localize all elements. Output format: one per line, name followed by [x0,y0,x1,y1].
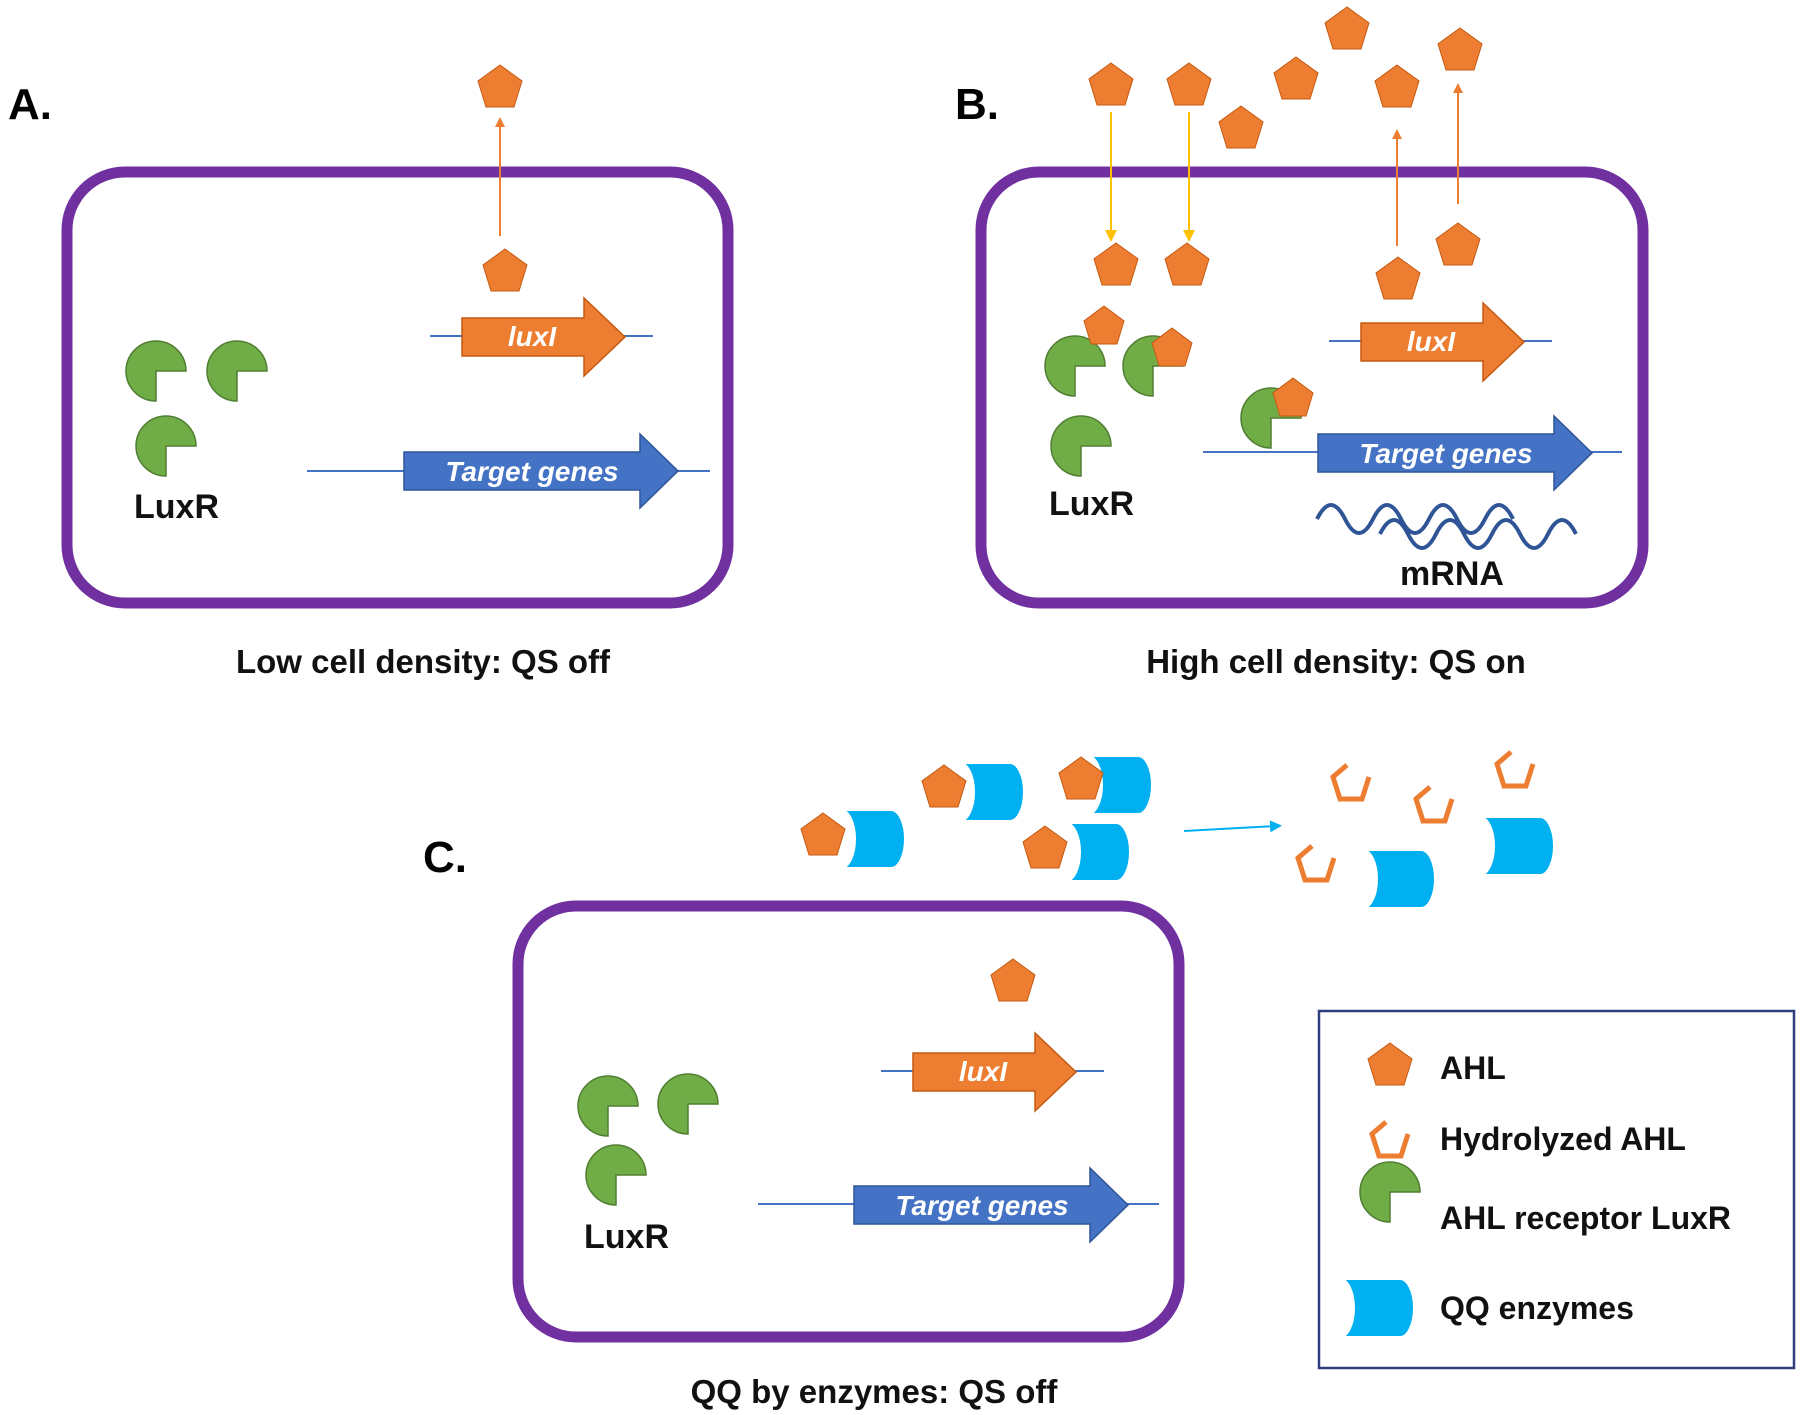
ahl-pentagon-icon [1058,756,1104,800]
luxi-gene-arrow [461,296,627,378]
luxr-receptor-icon [585,1144,647,1206]
qq-enzyme-icon [1362,849,1436,909]
enzyme-ahl-complex [1022,822,1131,882]
legend-label: AHL [1440,1050,1506,1086]
ahl-pentagon-icon [1272,377,1314,417]
hydrolysis-arrow [1183,820,1282,833]
panel-caption: QQ by enzymes: QS off [691,1373,1059,1410]
ahl-pentagon-icon [1437,27,1483,71]
ahl-pentagon-icon [1273,56,1319,100]
ahl-pentagon-icon [1218,105,1264,149]
ahl-pentagon-icon [482,248,528,292]
luxi-gene-label: luxI [508,321,557,352]
ahl-pentagon-icon [921,764,967,808]
ahl-pentagon-icon [1435,222,1481,266]
luxi-gene-label: luxI [959,1056,1008,1087]
panel-caption: Low cell density: QS off [236,643,611,680]
target-genes-label: Target genes [895,1190,1068,1221]
legend-label: AHL receptor LuxR [1440,1200,1731,1236]
ahl-pentagon-icon [1374,64,1420,108]
mrna-label: mRNA [1400,555,1504,593]
luxr-label: LuxR [1049,485,1134,523]
cell-membrane [61,166,734,609]
enzyme-ahl-complex [800,809,906,869]
ahl-pentagon-icon [1367,1042,1413,1086]
ahl-pentagon-icon [1088,62,1134,106]
legend-label: QQ enzymes [1440,1290,1634,1326]
ahl-pentagon-icon [1324,6,1370,50]
luxr-receptor-icon [206,340,268,402]
panel-letter: C. [423,833,467,882]
luxr-receptor-icon [1359,1161,1421,1223]
enzyme-ahl-complex [921,762,1025,822]
cell-membrane [975,166,1649,609]
hydrolyzed-ahl-icon [1413,785,1455,824]
mrna-wave [1315,503,1515,535]
luxr-receptor-icon [1050,415,1112,477]
ahl-pentagon-icon [1151,327,1193,367]
qq-enzyme-icon [1065,822,1131,882]
panel-letter: A. [8,80,52,129]
panel-letter: B. [955,80,999,129]
hydrolyzed-ahl-icon [1295,844,1337,883]
qq-enzyme-icon [959,762,1025,822]
luxi-gene-label: luxI [1407,326,1456,357]
ahl-pentagon-icon [1093,242,1139,286]
ahl-pentagon-icon [1083,305,1125,345]
legend-item-luxr: AHL receptor LuxR [1359,1161,1731,1236]
luxr-receptor-icon [135,415,197,477]
legend-item-qq-enzyme: QQ enzymes [1339,1278,1634,1338]
luxr-receptor-icon [657,1073,719,1135]
ahl-pentagon-icon [477,64,523,108]
panel-caption: High cell density: QS on [1146,643,1526,680]
ahl-pentagon-icon [800,812,846,856]
luxr-receptor-icon [577,1075,639,1137]
legend-item-hydrolyzed-ahl: Hydrolyzed AHL [1369,1120,1686,1159]
hydrolyzed-ahl-icon [1369,1120,1411,1159]
panel-b: B. luxI Target genes mRNA [955,6,1649,680]
cell-membrane [512,900,1185,1343]
target-genes-label: Target genes [1359,438,1532,469]
qq-enzyme-icon [840,809,906,869]
ahl-pentagon-icon [1164,242,1210,286]
legend: AHL Hydrolyzed AHL AHL receptor LuxR QQ … [1317,1009,1796,1370]
enzyme-ahl-complex [1058,755,1153,815]
ahl-pentagon-icon [1022,825,1068,869]
target-genes-label: Target genes [445,456,618,487]
qq-enzyme-icon [1339,1278,1415,1338]
panel-c: C. luxI [423,750,1555,1410]
qq-enzyme-icon [1479,816,1555,876]
ahl-pentagon-icon [1166,62,1212,106]
ahl-pentagon-icon [1375,256,1421,300]
luxi-gene-arrow [1360,301,1526,383]
ahl-pentagon-icon [990,958,1036,1002]
target-genes-arrow [403,432,680,510]
target-genes-arrow [1317,414,1594,492]
luxr-receptor-icon [1044,335,1106,397]
mrna-wave [1378,518,1578,550]
legend-item-ahl: AHL [1367,1042,1506,1086]
panel-a: A. luxI Target genes LuxR Low cell densi… [8,64,734,680]
luxr-label: LuxR [134,488,219,526]
luxi-gene-arrow [912,1031,1078,1113]
legend-label: Hydrolyzed AHL [1440,1121,1686,1157]
hydrolyzed-ahl-icon [1330,763,1372,802]
luxr-receptor-icon [125,340,187,402]
target-genes-arrow [853,1166,1130,1244]
hydrolyzed-ahl-icon [1494,750,1536,789]
luxr-label: LuxR [584,1218,669,1256]
